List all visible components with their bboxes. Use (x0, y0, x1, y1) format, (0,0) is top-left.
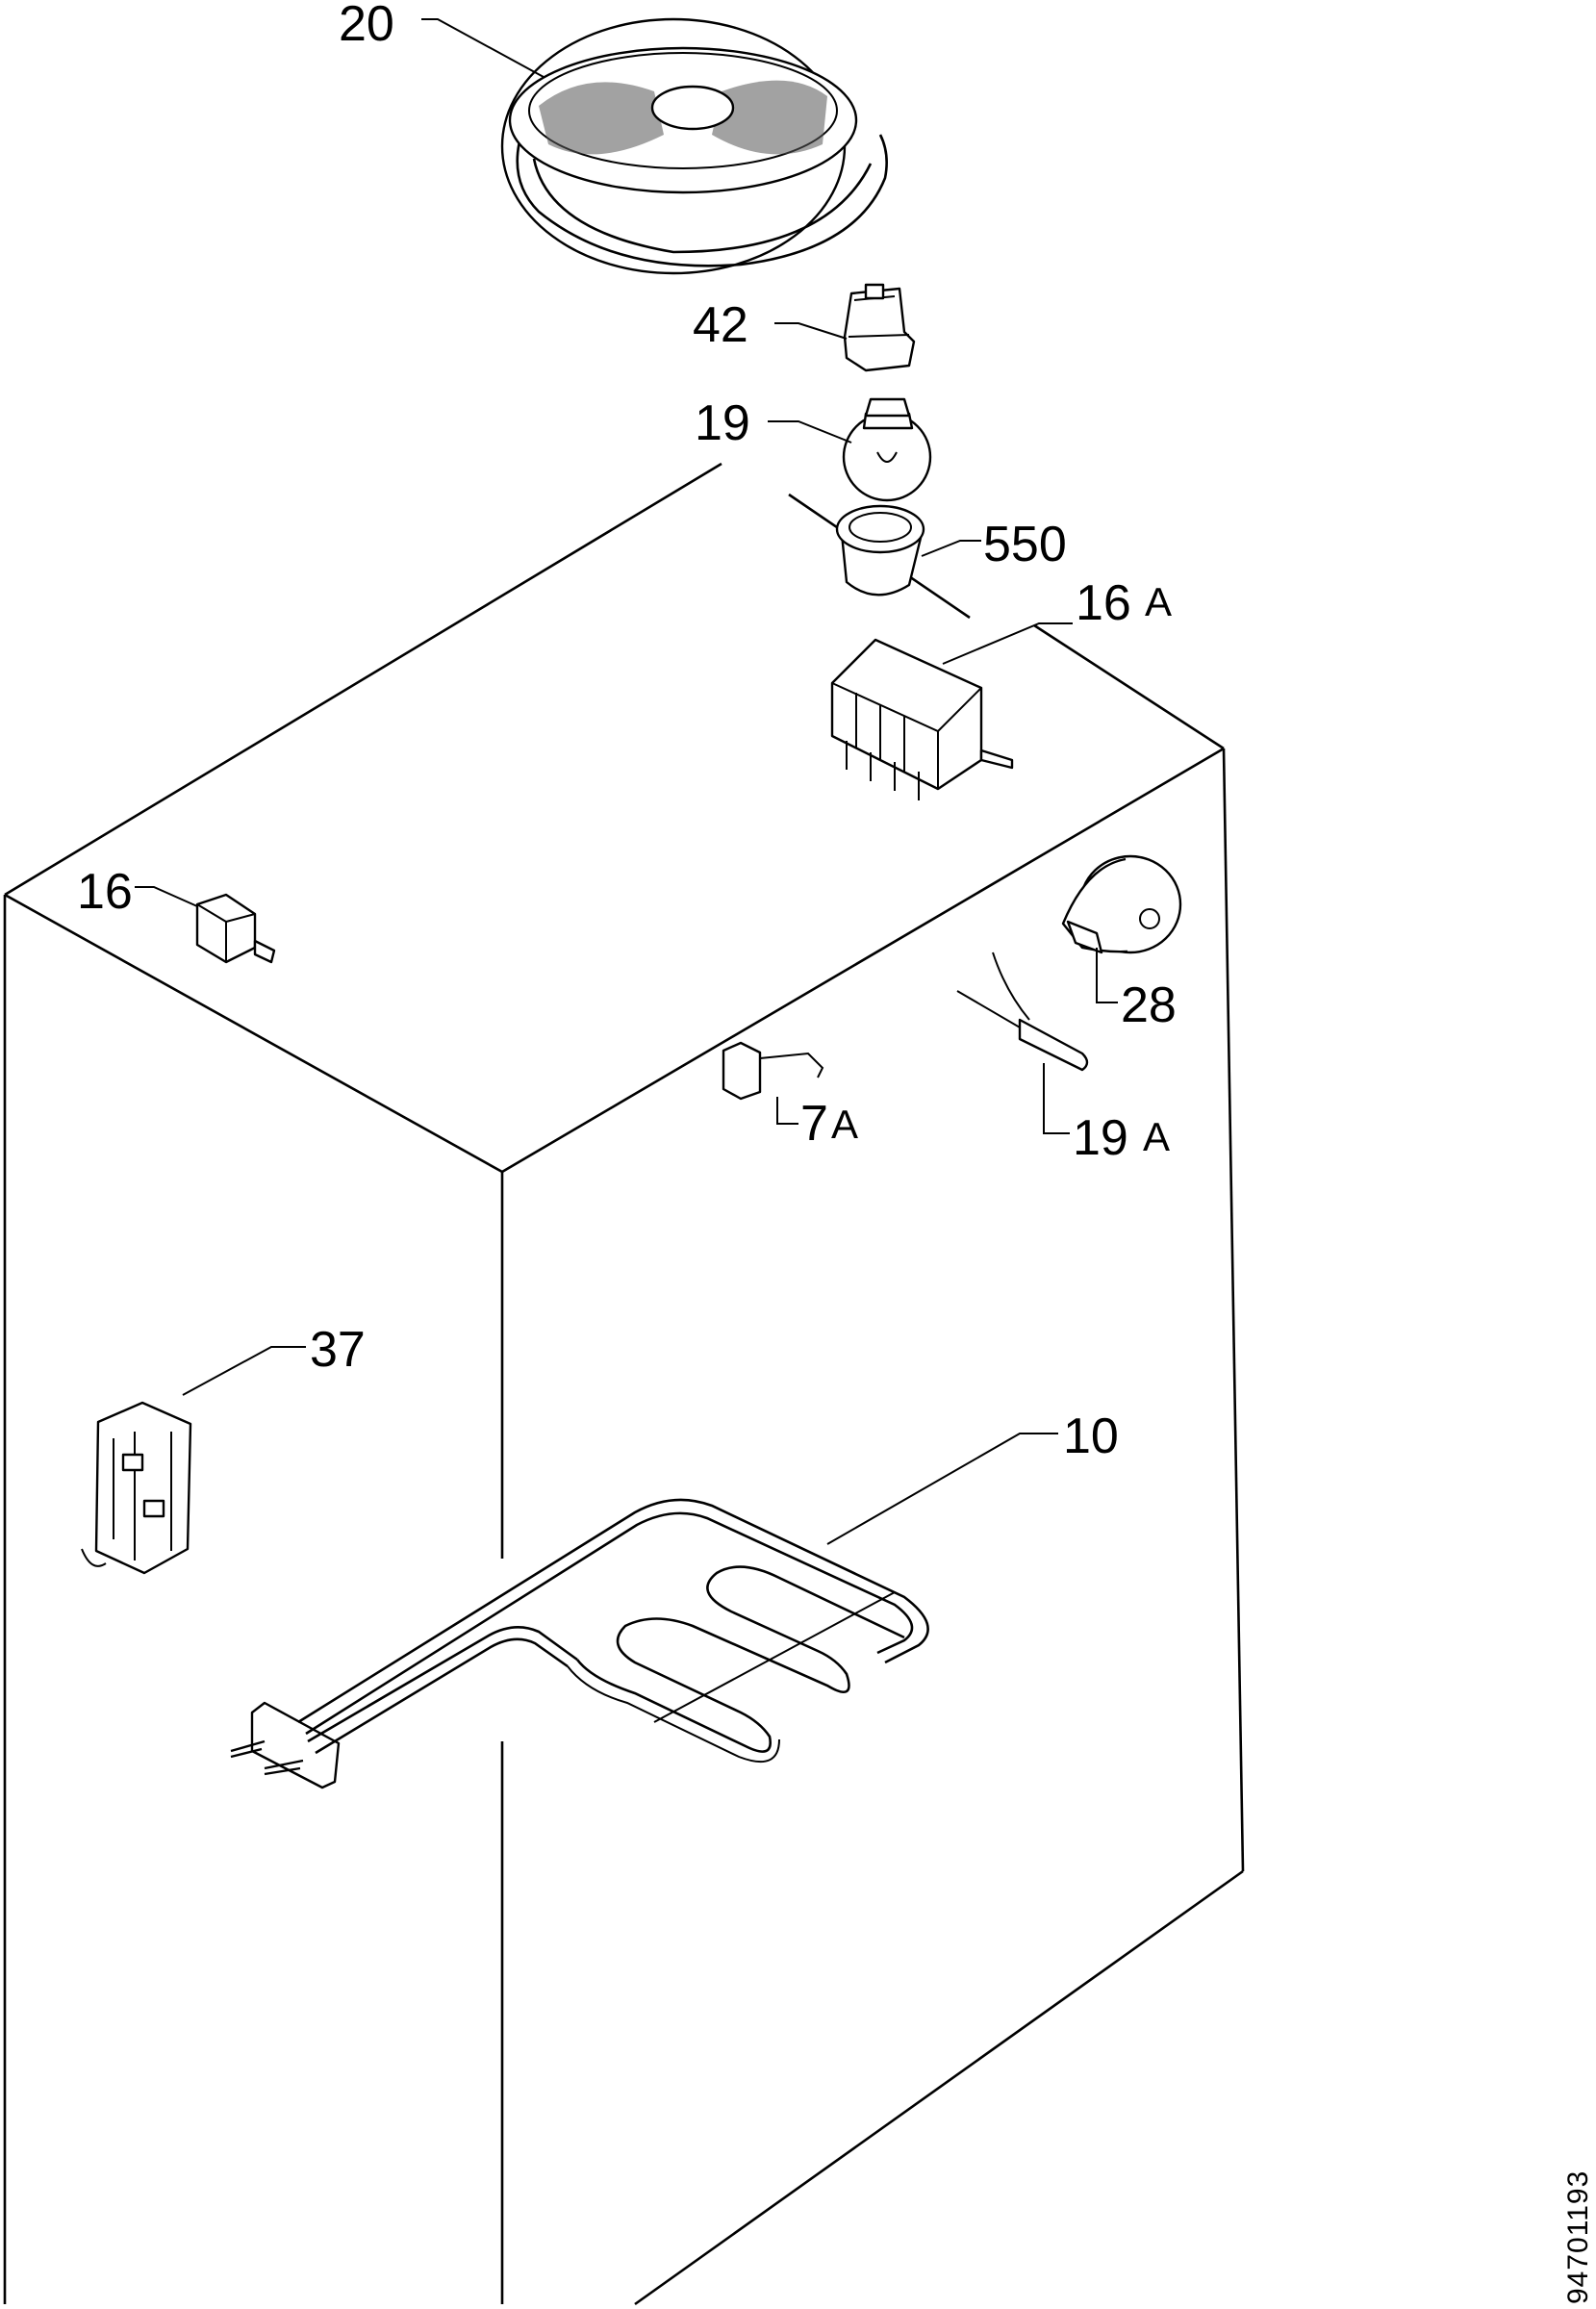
leader-line-16 (135, 886, 198, 907)
leader-line-19a (1043, 1063, 1070, 1134)
document-number: 94701193 (1562, 2170, 1594, 2304)
cabinet-box (3, 462, 1245, 2306)
leader-line-37 (182, 1346, 306, 1396)
temperature-sensor-part-19a (956, 952, 1089, 1072)
push-switch-part-16 (195, 893, 276, 964)
label-42: 42 (693, 297, 748, 353)
leader-line-20 (421, 18, 545, 78)
leader-line-42 (774, 322, 848, 340)
cabinet-top-front-left-edge (4, 893, 503, 1174)
label-20: 20 (339, 0, 394, 52)
cabinet-right-vertical-edge (1222, 748, 1245, 1872)
cabinet-top-front-right-edge (501, 747, 1225, 1174)
cabinet-bottom-right-edge (634, 1869, 1244, 2306)
motor-part-28 (1061, 854, 1182, 954)
label-550: 550 (983, 517, 1067, 572)
label-19a: 19 (1073, 1110, 1128, 1166)
selector-switch-part-16a (830, 638, 1014, 800)
cabinet-top-back-right-edge-b (1033, 623, 1225, 750)
leader-line-16a (942, 622, 1073, 665)
leader-line-28 (1096, 948, 1118, 1003)
label-16: 16 (77, 864, 133, 920)
label-10: 10 (1063, 1408, 1119, 1464)
label-7a-suffix: A (831, 1102, 858, 1147)
leader-line-19 (768, 420, 852, 444)
label-37: 37 (310, 1322, 366, 1378)
label-19: 19 (695, 395, 750, 451)
leader-line-10 (826, 1433, 1058, 1545)
leader-line-550 (921, 540, 981, 557)
micro-switch-part-7a (722, 1041, 824, 1101)
label-19a-suffix: A (1143, 1114, 1170, 1159)
label-16a: 16 (1076, 575, 1131, 631)
label-16a-suffix: A (1145, 579, 1172, 624)
leader-line-7a (776, 1097, 798, 1125)
switch-bracket-part-37 (81, 1401, 192, 1575)
lamp-holder-part-42 (843, 283, 916, 372)
cabinet-top-back-left-edge (4, 462, 722, 897)
lamp-cover-part-550 (835, 504, 925, 596)
hotplate-part-20 (500, 17, 888, 275)
lamp-bulb-part-19 (842, 397, 932, 502)
heating-element-part-10 (230, 1498, 929, 1789)
label-7a: 7 (800, 1096, 828, 1152)
label-28: 28 (1121, 977, 1177, 1033)
